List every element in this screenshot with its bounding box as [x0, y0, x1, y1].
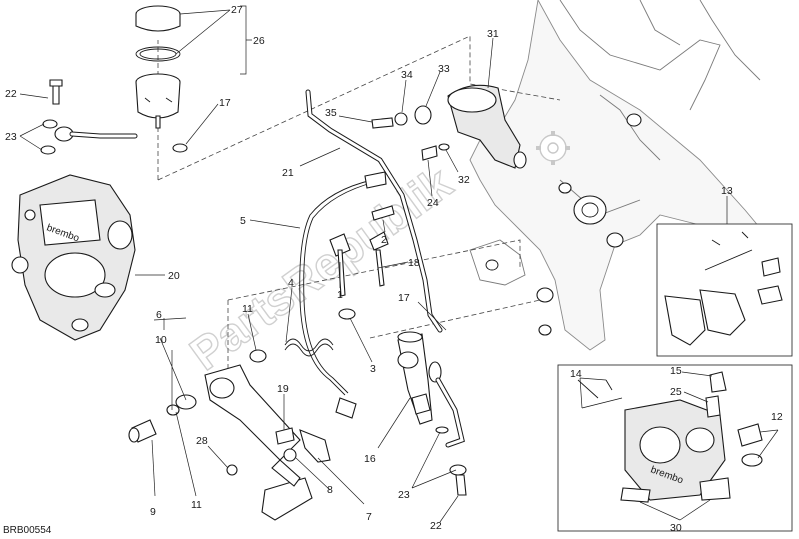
pedal-pivot-parts — [329, 205, 395, 320]
callout-1: 1 — [337, 289, 343, 301]
callout-23: 23 — [5, 131, 17, 143]
assembly-guide-lines — [157, 35, 561, 380]
callout-19: 19 — [277, 383, 289, 395]
callout-18: 18 — [408, 257, 420, 269]
callout-28: 28 — [196, 435, 208, 447]
callout-numbers: 27 26 17 22 23 20 21 5 35 34 33 31 32 24… — [5, 4, 783, 534]
callout-21: 21 — [282, 167, 294, 179]
rear-brake-caliper: brembo — [11, 174, 136, 341]
callout-10: 10 — [155, 334, 167, 346]
drawing-code: BRB00554 — [3, 525, 52, 536]
callout-25: 25 — [670, 386, 682, 398]
brake-switch-wire — [299, 171, 387, 419]
callout-26: 26 — [253, 35, 265, 47]
callout-27: 27 — [231, 4, 243, 16]
callout-35: 35 — [325, 107, 337, 119]
callout-7: 7 — [366, 511, 372, 523]
brake-pedal-assembly — [128, 338, 334, 521]
inset-brake-pads — [656, 223, 793, 357]
rear-master-cylinder — [397, 331, 442, 425]
callout-20: 20 — [168, 270, 180, 282]
callout-2: 2 — [381, 234, 387, 246]
callout-22: 22 — [5, 88, 17, 100]
callout-3: 3 — [370, 363, 376, 375]
brake-hose-reservoir — [305, 89, 443, 333]
callout-16: 16 — [364, 453, 376, 465]
callout-8: 8 — [327, 484, 333, 496]
master-cylinder-bracket — [371, 84, 527, 169]
callout-23b: 23 — [398, 489, 410, 501]
callout-11: 11 — [242, 303, 253, 315]
callout-22b: 22 — [430, 520, 442, 532]
banjo-bolt-left — [40, 79, 138, 155]
callout-6: 6 — [156, 309, 162, 321]
callout-31: 31 — [487, 28, 499, 40]
brake-fluid-reservoir — [135, 5, 188, 153]
callout-13: 13 — [721, 185, 733, 197]
callout-24: 24 — [427, 197, 439, 209]
brake-hose-caliper — [435, 377, 467, 496]
callout-30: 30 — [670, 522, 682, 534]
callout-32: 32 — [458, 174, 470, 186]
callout-11b: 11 — [191, 499, 202, 511]
callout-17b: 17 — [398, 292, 410, 304]
callout-15: 15 — [670, 365, 682, 377]
callout-4: 4 — [288, 277, 294, 289]
callout-34: 34 — [401, 69, 413, 81]
callout-33: 33 — [438, 63, 450, 75]
callout-9: 9 — [150, 506, 156, 518]
callout-12: 12 — [771, 411, 783, 423]
callout-17: 17 — [219, 97, 231, 109]
inset-caliper-kit: brembo — [557, 364, 793, 532]
gear-icon — [536, 131, 570, 165]
callout-5: 5 — [240, 215, 246, 227]
callout-14: 14 — [570, 368, 582, 380]
motorcycle-frame — [469, 0, 771, 351]
leader-lines — [19, 5, 779, 523]
